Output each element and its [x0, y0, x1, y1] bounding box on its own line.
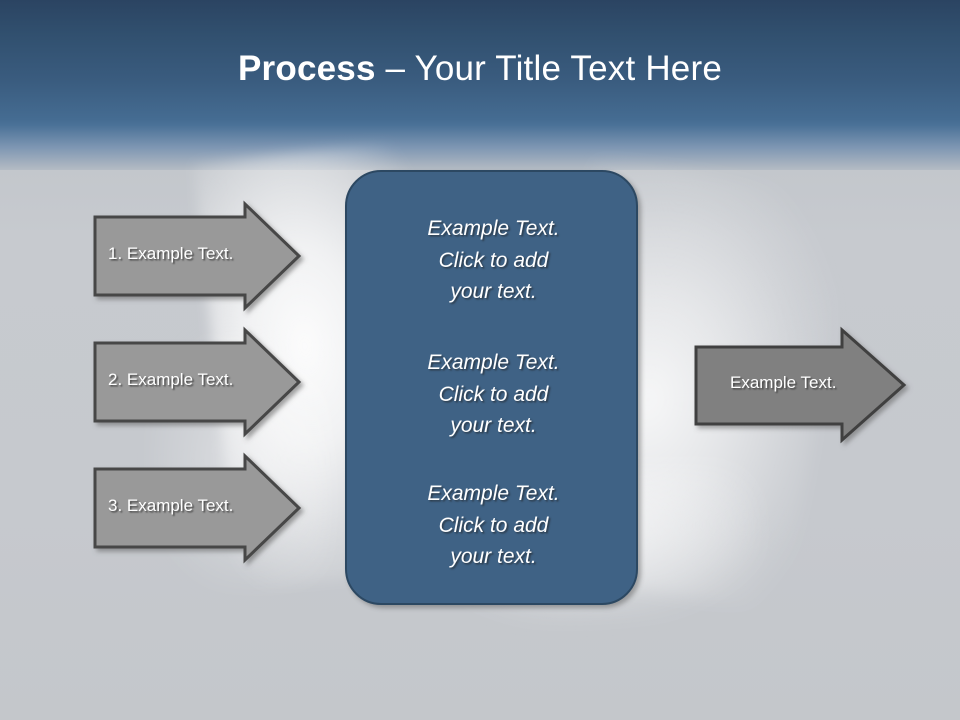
- left-arrow-2[interactable]: 2. Example Text.: [93, 326, 302, 438]
- left-arrow-3[interactable]: 3. Example Text.: [93, 452, 302, 564]
- page-title: Process – Your Title Text Here: [0, 47, 960, 91]
- right-chevron-arrow-icon: [93, 200, 302, 312]
- background-sky-gradient: [0, 0, 960, 176]
- center-text-block-2: Example Text. Click to add your text.: [427, 351, 560, 437]
- right-chevron-arrow-icon: [93, 452, 302, 564]
- center-text-block-1: Example Text. Click to add your text.: [427, 217, 560, 303]
- right-arrow-output[interactable]: Example Text.: [694, 326, 907, 444]
- right-chevron-arrow-icon: [694, 326, 907, 444]
- center-content-box[interactable]: Example Text. Click to add your text. Ex…: [345, 170, 638, 605]
- page-title-bold: Process: [238, 49, 376, 88]
- left-arrow-1[interactable]: 1. Example Text.: [93, 200, 302, 312]
- page-title-rest: – Your Title Text Here: [375, 49, 722, 88]
- right-chevron-arrow-icon: [93, 326, 302, 438]
- center-text-block-3: Example Text. Click to add your text.: [427, 482, 560, 568]
